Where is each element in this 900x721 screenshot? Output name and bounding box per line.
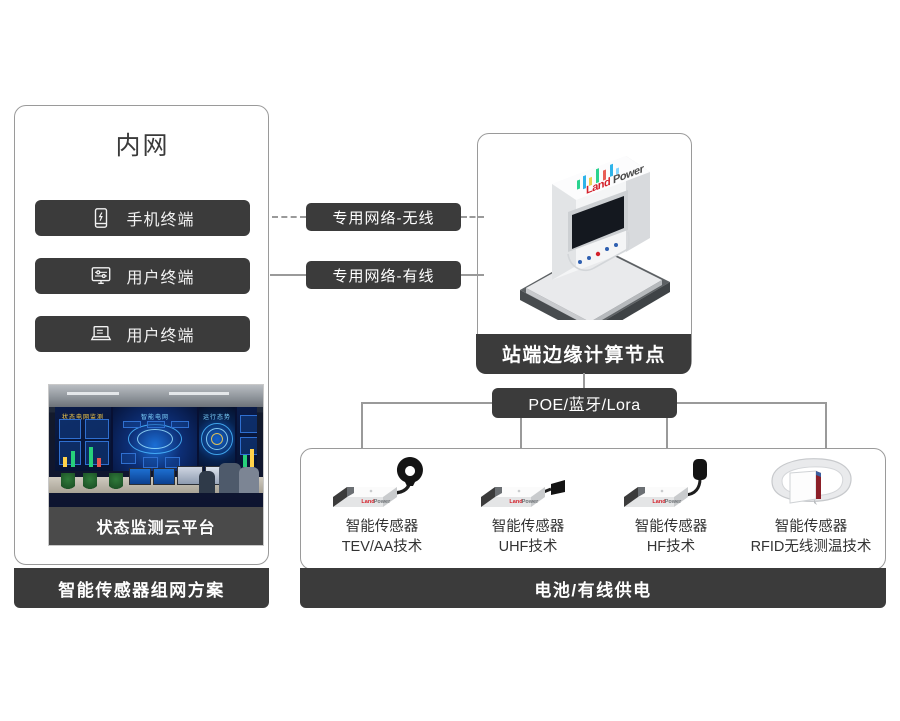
terminal-item-mobile[interactable]: 手机终端 [35,200,250,236]
svg-text:Land: Land [652,499,665,505]
svg-text:Land: Land [509,499,522,505]
mobile-phone-icon [90,207,112,229]
edge-node-device-image: Land Power [490,142,682,338]
control-room-photo: 状态电网监测 智能电网 [49,385,263,507]
cloud-platform-card[interactable]: 状态电网监测 智能电网 [48,384,264,546]
link-line-wireless-right [461,216,484,218]
bus-drop-2 [520,418,522,449]
sensor-caption-line2: RFID无线测温技术 [750,539,872,555]
bus-drop-4 [825,402,827,449]
sensor-item-hf[interactable]: Land Power 智能传感器 HF技术 [598,449,744,571]
sensor-with-probe-icon: Land Power [598,453,744,515]
sensor-caption-line1: 智能传感器 [345,519,419,535]
rfid-temperature-strap-icon [738,453,884,515]
svg-text:Power: Power [522,499,539,505]
laptop-icon [90,323,112,345]
link-line-wireless-left [272,216,306,218]
sensor-caption: 智能传感器 UHF技术 [455,517,601,557]
terminal-item-desktop[interactable]: 用户终端 [35,258,250,294]
sensor-caption: 智能传感器 HF技术 [598,517,744,557]
svg-text:Power: Power [374,499,391,505]
terminal-label: 用户终端 [126,328,195,345]
sensor-caption: 智能传感器 RFID无线测温技术 [738,517,884,557]
bus-label: POE/蓝牙/Lora [492,388,677,418]
terminal-label: 手机终端 [126,212,195,229]
sensor-caption-line2: UHF技术 [498,539,558,555]
svg-text:Power: Power [665,499,682,505]
sensor-item-rfid[interactable]: 智能传感器 RFID无线测温技术 [738,449,884,571]
left-solution-bar: 智能传感器组网方案 [14,568,269,608]
sensor-item-uhf[interactable]: Land Power 智能传感器 UHF技术 [455,449,601,571]
intranet-panel: 内网 手机终端 [14,105,269,565]
desktop-monitor-icon [90,265,112,287]
sensor-caption-line1: 智能传感器 [634,519,708,535]
sensor-panel: Land Power 智能传感器 TEV/AA技术 [300,448,886,570]
link-line-wired-left [270,274,306,276]
link-line-wired-right [461,274,484,276]
bus-line-left [361,402,492,404]
sensor-caption-line2: HF技术 [646,539,696,555]
bus-drop-3 [666,418,668,449]
sensor-caption-line2: TEV/AA技术 [341,539,423,555]
sensor-caption-line1: 智能传感器 [774,519,848,535]
link-label-wireless: 专用网络-无线 [306,203,461,231]
intranet-title: 内网 [115,132,170,160]
terminal-item-laptop[interactable]: 用户终端 [35,316,250,352]
sensor-with-ring-ct-icon: Land Power [309,453,455,515]
svg-text:Land: Land [361,499,374,505]
sensor-item-tev[interactable]: Land Power 智能传感器 TEV/AA技术 [309,449,455,571]
edge-node-card[interactable]: Land Power [476,133,692,374]
sensor-with-flat-antenna-icon: Land Power [455,453,601,515]
edge-node-label: 站端边缘计算节点 [476,333,692,374]
cloud-platform-label: 状态监测云平台 [49,507,263,545]
bus-drop-1 [361,402,363,449]
sensor-caption-line1: 智能传感器 [491,519,565,535]
bus-line-right [677,402,825,404]
sensor-caption: 智能传感器 TEV/AA技术 [309,517,455,557]
sensor-power-bar: 电池/有线供电 [300,568,886,608]
link-line-edge-to-bus [583,373,585,389]
link-label-wired: 专用网络-有线 [306,261,461,289]
terminal-label: 用户终端 [126,270,195,287]
